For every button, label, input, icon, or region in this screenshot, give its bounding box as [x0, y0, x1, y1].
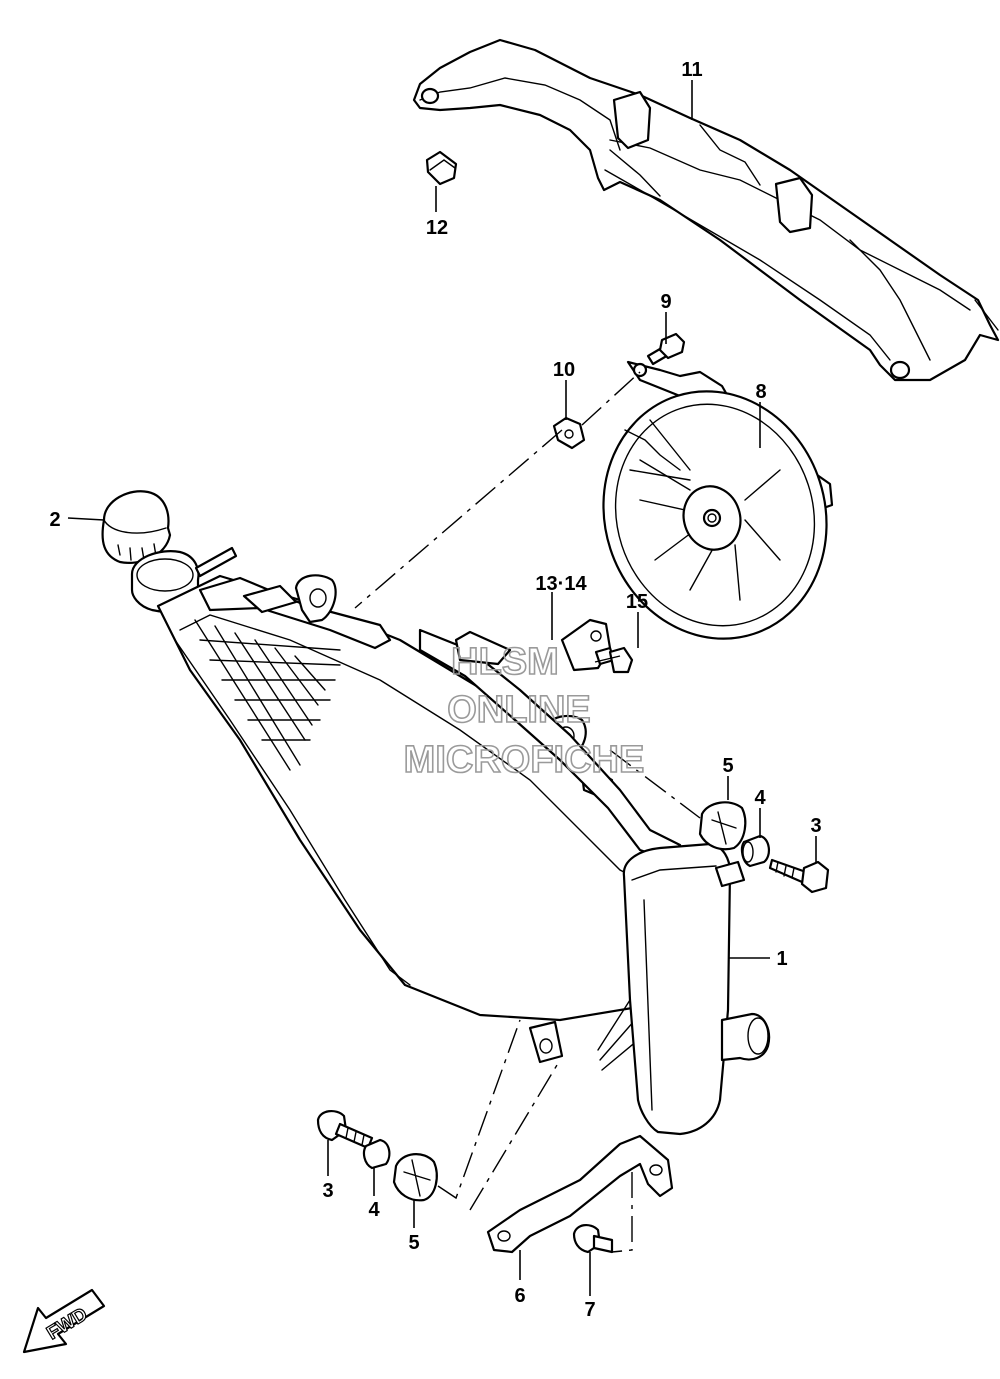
- part-8-cooling-fan[interactable]: [572, 360, 858, 668]
- callout-12: 12: [426, 217, 448, 239]
- callout-5-right: 5: [722, 755, 733, 777]
- part-3-bolt-left[interactable]: [316, 1110, 374, 1150]
- part-2-radiator-cap[interactable]: [101, 490, 172, 564]
- watermark-line-3: MICROFICHE: [404, 739, 645, 781]
- callout-8: 8: [755, 381, 766, 403]
- radiator-core-mesh: [194, 619, 639, 1071]
- part-11-radiator-cover[interactable]: [412, 38, 1000, 382]
- fwd-arrow-icon: FWD: [22, 1288, 106, 1354]
- callout-7: 7: [584, 1299, 595, 1321]
- callout-3-right: 3: [810, 815, 821, 837]
- part-3-bolt-right[interactable]: [768, 858, 830, 894]
- part-15-bolt[interactable]: [594, 646, 634, 674]
- part-5-grommet-left[interactable]: [392, 1153, 438, 1202]
- callout-11: 11: [681, 59, 702, 81]
- callout-15: 15: [626, 591, 648, 613]
- callout-13-14: 13·14: [535, 573, 587, 595]
- part-1-radiator[interactable]: [130, 546, 771, 1136]
- watermark-line-1: HLSM: [451, 641, 559, 683]
- part-6-bracket[interactable]: [486, 1134, 674, 1254]
- part-12-cushion-pad[interactable]: [425, 150, 458, 186]
- callout-4-right: 4: [754, 787, 766, 809]
- callout-6: 6: [514, 1285, 525, 1307]
- assembly-centerlines: [354, 371, 701, 1253]
- leader-lines: [67, 80, 817, 1296]
- callout-4-left: 4: [368, 1199, 380, 1221]
- watermark: HLSM ONLINE MICROFICHE: [403, 640, 645, 782]
- callout-2: 2: [49, 509, 60, 531]
- part-5-grommet-right[interactable]: [698, 801, 747, 851]
- callout-numbers: 11 12 9 10 8 2 13·14 15 5 4 3 1 3 4 5 6 …: [49, 59, 821, 1321]
- part-4-collar-left[interactable]: [362, 1138, 391, 1170]
- callout-3-left: 3: [322, 1180, 333, 1202]
- part-4-collar-right[interactable]: [740, 834, 770, 868]
- watermark-line-2: ONLINE: [447, 689, 591, 731]
- part-7-bolt[interactable]: [572, 1224, 614, 1254]
- callout-10: 10: [553, 359, 575, 381]
- callout-9: 9: [660, 291, 671, 313]
- callout-5-left: 5: [408, 1232, 419, 1254]
- callout-1: 1: [776, 948, 787, 970]
